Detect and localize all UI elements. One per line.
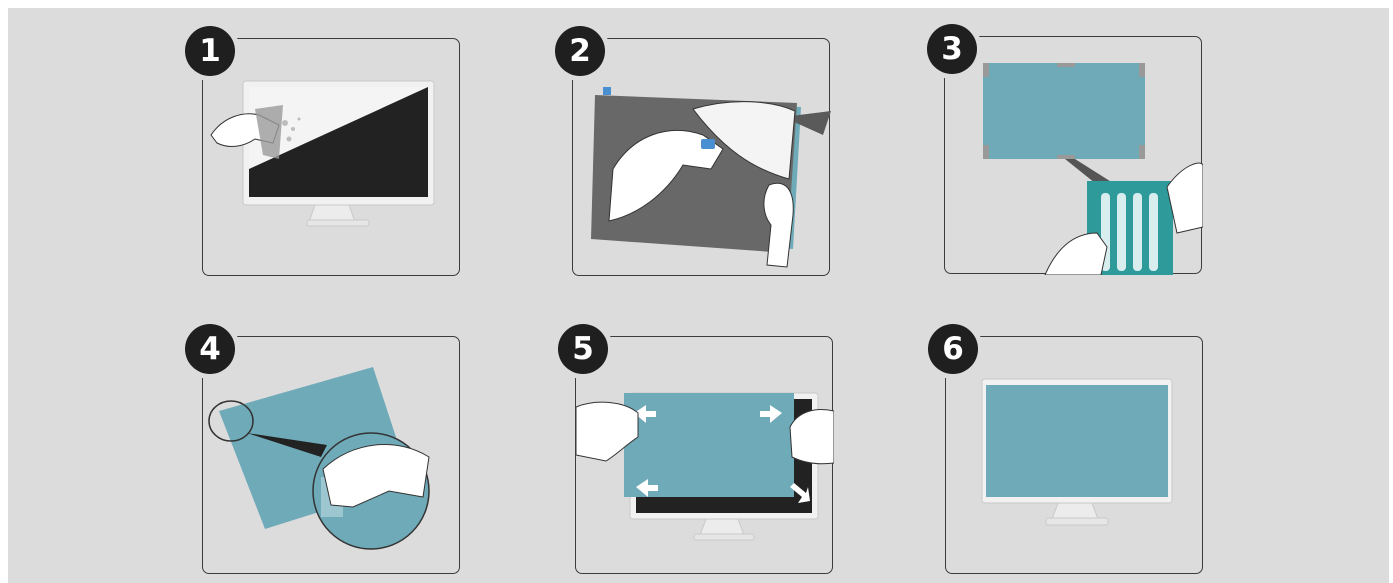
step-number-badge: 5: [558, 324, 608, 374]
step-number-badge: 2: [555, 26, 605, 76]
step-number-badge: 1: [185, 26, 235, 76]
adhesive-tabs-icon: [945, 37, 1203, 275]
apply-tab-corner-icon: [203, 337, 461, 575]
step-number-badge: 6: [928, 324, 978, 374]
attach-filter-icon: [576, 337, 834, 575]
step-5-panel: 5: [575, 336, 833, 574]
step-3-panel: 3: [944, 36, 1202, 274]
step-number-badge: 3: [927, 24, 977, 74]
step-1-panel: 1: [202, 38, 460, 276]
step-6-panel: 6: [945, 336, 1203, 574]
monitor-cleaning-icon: [203, 39, 461, 277]
step-number-badge: 4: [185, 324, 235, 374]
step-2-panel: 2: [572, 38, 830, 276]
step-4-panel: 4: [202, 336, 460, 574]
peel-liner-icon: [573, 39, 831, 277]
installed-filter-icon: [946, 337, 1204, 575]
